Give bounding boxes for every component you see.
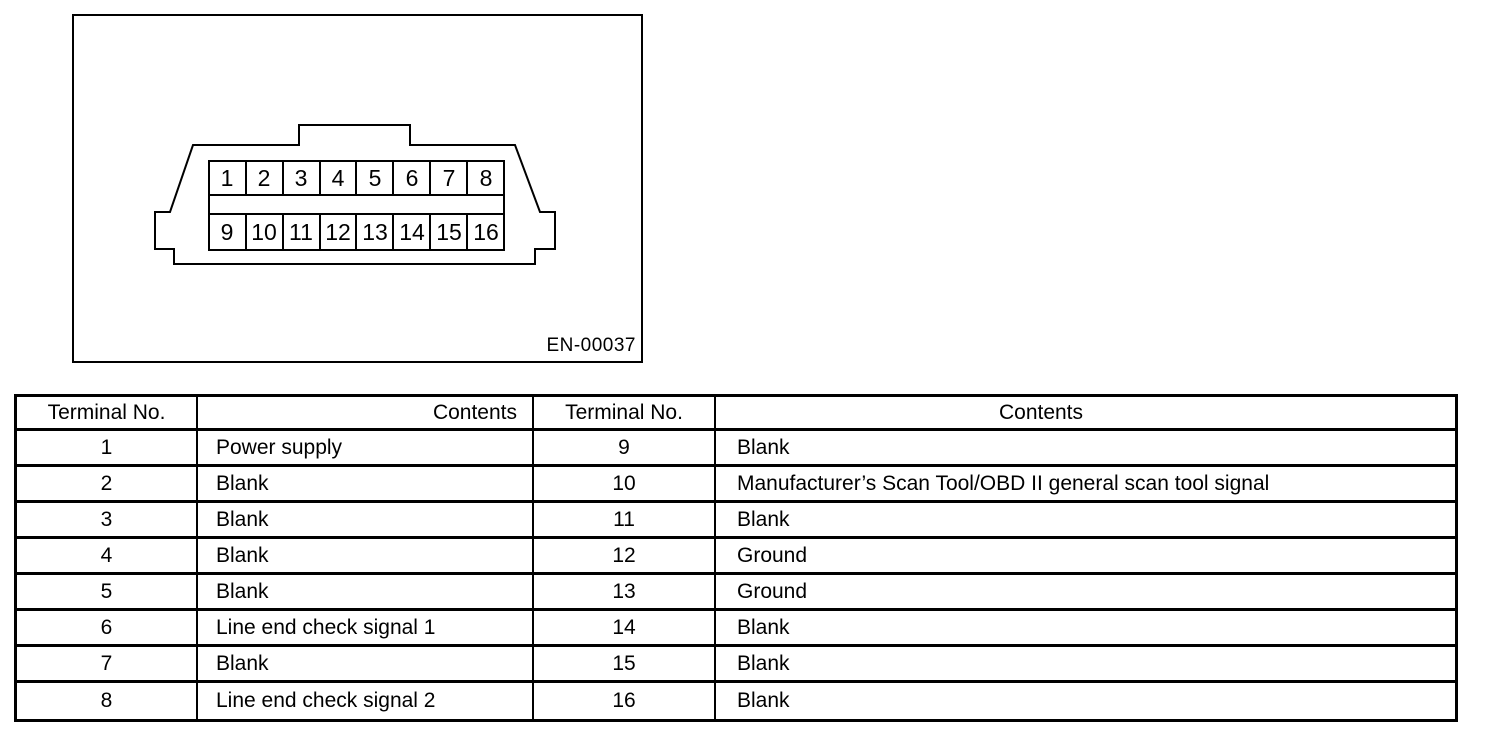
terminal-no-cell: 5	[17, 575, 198, 611]
pin-number-11: 11	[289, 219, 313, 245]
contents-cell: Blank	[198, 467, 534, 503]
contents-cell: Blank	[737, 689, 790, 712]
terminal-no-cell: 2	[17, 467, 198, 503]
pin-number-4: 4	[332, 165, 345, 191]
terminal-no-cell: 12	[534, 539, 716, 575]
terminal-no-cell: 15	[534, 647, 716, 683]
terminal-no-cell: 9	[534, 431, 716, 467]
pin-number-5: 5	[369, 165, 382, 191]
terminal-no-cell: 1	[17, 431, 198, 467]
pin-number-8: 8	[480, 165, 493, 191]
pin-number-14: 14	[399, 219, 425, 245]
pin-row1-dividers	[245, 161, 468, 195]
terminal-no-cell: 13	[534, 575, 716, 611]
pin-number-6: 6	[406, 165, 419, 191]
contents-cell: Blank	[198, 647, 534, 683]
pin-number-15: 15	[436, 219, 462, 245]
contents-cell: Ground	[716, 575, 1455, 611]
contents-cell: Blank	[716, 503, 1455, 539]
contents-cell: Manufacturer’s Scan Tool/OBD II general …	[716, 467, 1455, 503]
pin-number-13: 13	[362, 219, 388, 245]
pin-row2-dividers	[245, 214, 468, 250]
connector-figure-box: 1 2 3 4 5 6 7 8 9 10 11 12 13 14 15 16 E…	[72, 14, 643, 363]
pin-number-7: 7	[443, 165, 456, 191]
pin-number-16: 16	[473, 219, 499, 245]
contents-cell: Blank	[198, 539, 534, 575]
contents-cell: Line end check signal 2	[198, 683, 534, 719]
pin-number-9: 9	[221, 219, 234, 245]
pin-row-separator-band	[208, 194, 505, 215]
terminal-no-cell: 6	[17, 611, 198, 647]
terminal-no-cell: 7	[17, 647, 198, 683]
connector-diagram: 1 2 3 4 5 6 7 8 9 10 11 12 13 14 15 16	[154, 124, 556, 265]
pin-number-3: 3	[295, 165, 308, 191]
contents-cell: Line end check signal 1	[198, 611, 534, 647]
contents-cell: Blank	[198, 575, 534, 611]
terminal-no-cell: 11	[534, 503, 716, 539]
terminal-no-cell: 16	[534, 683, 716, 719]
header-contents-left: Contents	[198, 397, 534, 431]
terminal-no-cell: 14	[534, 611, 716, 647]
contents-cell: Blank	[716, 647, 1455, 683]
contents-cell: Blank	[198, 503, 534, 539]
header-contents-right: Contents	[716, 397, 1455, 431]
contents-cell: Power supply	[198, 431, 534, 467]
header-terminal-no-right: Terminal No.	[534, 397, 716, 431]
contents-cell: Ground	[716, 539, 1455, 575]
pin-number-2: 2	[258, 165, 271, 191]
contents-cell: Blank	[716, 431, 1455, 467]
header-terminal-no-left: Terminal No.	[17, 397, 198, 431]
pin-number-12: 12	[325, 219, 351, 245]
terminal-no-cell: 10	[534, 467, 716, 503]
terminal-no-cell: 3	[17, 503, 198, 539]
terminal-assignment-table: Terminal No. Contents Terminal No. Conte…	[14, 394, 1458, 722]
pin-number-10: 10	[251, 219, 277, 245]
terminal-no-cell: 4	[17, 539, 198, 575]
figure-code-label: EN-00037	[546, 335, 636, 356]
contents-cell: Blank	[716, 611, 1455, 647]
pin-number-1: 1	[221, 165, 234, 191]
terminal-no-cell: 8	[17, 683, 198, 719]
